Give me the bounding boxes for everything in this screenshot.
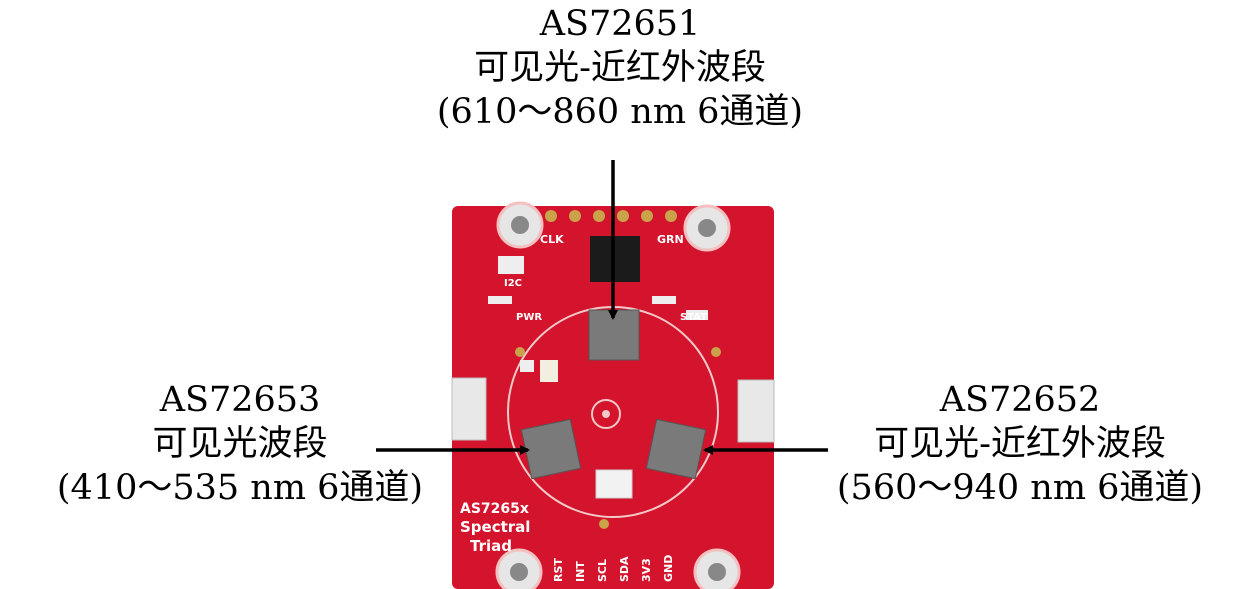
mount-hole-tr [683,204,731,252]
white-led [540,360,558,382]
board-body [452,206,774,589]
mount-hole-br [693,548,741,589]
sensor-band: 可见光波段 [152,424,328,464]
sensor-range: (610～860 nm 6通道) [436,92,804,132]
pin-label: 3V3 [640,558,653,582]
eeprom-chip [590,236,640,282]
mount-hole-bl [495,548,543,589]
label-as72652: AS72652 可见光-近红外波段 (560～940 nm 6通道) [800,378,1240,510]
silk-i2c: I2C [504,278,522,289]
label-as72651: AS72651 可见光-近红外波段 (610～860 nm 6通道) [380,2,860,134]
pin-label: SDA [618,556,631,582]
silk-title-1: AS7265x [460,501,529,517]
mount-hole-tl [496,201,544,249]
right-connector [737,379,775,443]
pcb-board: CLK GRN I2C PWR STAT AS7265x Spectral Tr… [451,201,775,589]
sensor-range: (410～535 nm 6通道) [56,468,424,508]
sensor-range: (560～940 nm 6通道) [836,468,1204,508]
silk-pwr: PWR [516,312,542,323]
left-connector [451,377,487,441]
pin-label: GND [662,555,675,582]
pin-label: INT [574,561,587,582]
sensor-as72652-chip [645,418,707,480]
silk-title-2: Spectral [460,518,530,536]
silk-grn: GRN [657,233,684,246]
label-as72653: AS72653 可见光波段 (410～535 nm 6通道) [20,378,460,510]
pin-label: RST [552,558,565,582]
top-header-pads [545,210,677,222]
silk-clk: CLK [540,233,564,246]
sensor-as72653-chip [520,418,582,480]
pin-label: SCL [596,559,609,582]
center-mark [591,399,621,429]
sensor-model: AS72651 [539,4,701,44]
bottom-pin-labels: RST INT SCL SDA 3V3 GND [552,555,675,582]
silk-title-3: Triad [470,537,512,555]
sensor-model: AS72652 [939,380,1101,420]
sensor-band: 可见光-近红外波段 [874,424,1166,464]
sensor-band: 可见光-近红外波段 [474,48,766,88]
uv-led [595,469,633,499]
silk-stat: STAT [680,312,707,323]
sensor-model: AS72653 [159,380,321,420]
